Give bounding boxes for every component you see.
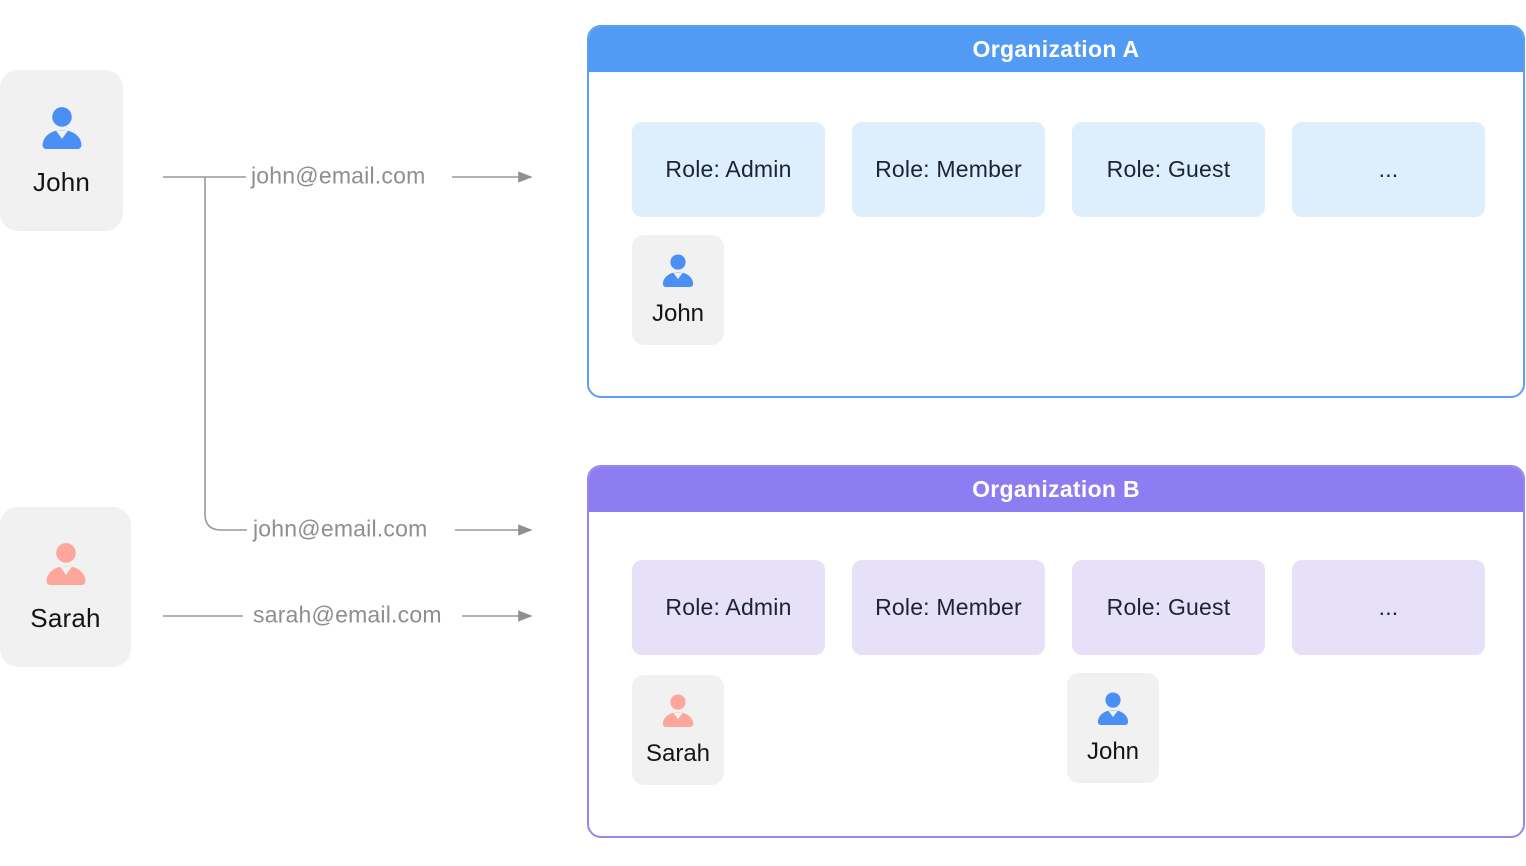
person-neck-notch: [673, 712, 683, 720]
person-head: [51, 106, 72, 127]
person-icon: [1097, 692, 1129, 725]
person-icon: [42, 106, 81, 149]
member-card-sarah: Sarah: [632, 675, 724, 785]
person-body: [662, 272, 694, 287]
organization-b-header: Organization B: [589, 467, 1523, 512]
person-icon: [662, 694, 694, 727]
person-icon: [46, 543, 85, 585]
user-name: Sarah: [30, 603, 101, 633]
organization-a-roles: Role: Admin Role: Member Role: Guest ...: [632, 122, 1485, 217]
person-head: [1105, 692, 1121, 708]
person-head: [670, 254, 686, 270]
email-label-john-org-a: john@email.com: [251, 162, 426, 189]
person-neck-notch: [55, 130, 68, 139]
person-body: [662, 712, 694, 727]
organization-a-header: Organization A: [589, 27, 1523, 72]
person-body: [46, 566, 85, 585]
organization-b-roles: Role: Admin Role: Member Role: Guest ...: [632, 560, 1485, 655]
member-card-john: John: [1067, 673, 1159, 783]
organization-b-title: Organization B: [972, 476, 1140, 502]
person-neck-notch: [673, 272, 683, 280]
person-head: [55, 543, 76, 563]
organization-a-box: Organization A Role: Admin Role: Member …: [587, 25, 1525, 398]
user-card-sarah: Sarah: [0, 507, 131, 667]
role-chip-member: Role: Member: [852, 122, 1045, 217]
role-chip-member: Role: Member: [852, 560, 1045, 655]
person-body: [1097, 710, 1129, 725]
email-label-sarah-org-b: sarah@email.com: [253, 601, 442, 628]
role-chip-guest: Role: Guest: [1072, 560, 1265, 655]
email-label-john-org-b: john@email.com: [253, 515, 428, 542]
member-name: John: [1086, 738, 1140, 765]
john-branch-line: [204, 177, 247, 531]
member-name: Sarah: [645, 740, 711, 767]
user-name: John: [32, 166, 91, 197]
person-neck-notch: [59, 566, 72, 575]
person-head: [670, 694, 686, 710]
member-card-john: John: [632, 235, 724, 345]
role-chip-more: ...: [1292, 122, 1485, 217]
user-card-john: John: [0, 70, 123, 231]
organization-b-box: Organization B Role: Admin Role: Member …: [587, 465, 1525, 838]
member-name: John: [651, 300, 705, 327]
role-chip-guest: Role: Guest: [1072, 122, 1265, 217]
person-neck-notch: [1108, 710, 1118, 718]
person-body: [42, 129, 81, 149]
organization-a-title: Organization A: [972, 36, 1140, 62]
person-icon: [662, 254, 694, 287]
role-chip-admin: Role: Admin: [632, 560, 825, 655]
role-chip-more: ...: [1292, 560, 1485, 655]
role-chip-admin: Role: Admin: [632, 122, 825, 217]
